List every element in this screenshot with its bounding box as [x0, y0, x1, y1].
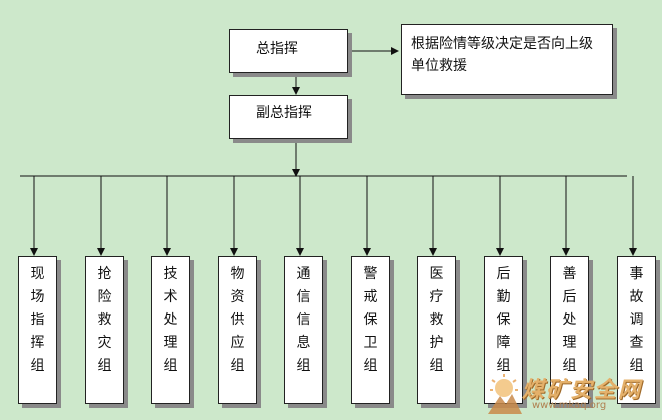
- team-label-char: 现: [30, 266, 45, 282]
- team-box: 抢险救灾组: [85, 256, 124, 404]
- deputy-commander-label: 副总指挥: [256, 105, 312, 121]
- team-box: 通信信息组: [284, 256, 323, 404]
- team-label-char: 灾: [97, 335, 112, 351]
- team-label-char: 物: [230, 266, 245, 282]
- team-label-char: 后: [562, 289, 577, 305]
- team-label-char: 护: [429, 335, 444, 351]
- team-box: 技术处理组: [151, 256, 190, 404]
- team-label-char: 组: [363, 358, 378, 374]
- team-label-char: 善: [562, 266, 577, 282]
- team-label-char: 组: [97, 358, 112, 374]
- team-label-char: 救: [97, 312, 112, 328]
- team-label-char: 卫: [363, 335, 378, 351]
- commander-box: 总指挥: [229, 29, 348, 73]
- watermark-title: 煤矿安全网: [522, 377, 643, 403]
- team-label-char: 救: [429, 312, 444, 328]
- team-label-char: 指: [30, 312, 45, 328]
- team-box: 警戒保卫组: [351, 256, 390, 404]
- deputy-commander-box: 副总指挥: [229, 95, 348, 139]
- team-label-char: 组: [230, 358, 245, 374]
- team-label-char: 医: [429, 266, 444, 282]
- team-label-char: 组: [429, 358, 444, 374]
- commander-label: 总指挥: [256, 41, 298, 57]
- team-label-char: 场: [30, 289, 45, 305]
- watermark-logo: 煤矿安全网 www.mkaq.org: [488, 372, 662, 416]
- team-label-char: 信: [296, 312, 311, 328]
- team-label-char: 通: [296, 266, 311, 282]
- team-label-char: 故: [629, 289, 644, 305]
- mountain-sun-icon: [488, 374, 522, 414]
- team-label-char: 组: [163, 358, 178, 374]
- team-label-char: 疗: [429, 289, 444, 305]
- team-label-char: 处: [562, 312, 577, 328]
- team-label-char: 技: [163, 266, 178, 282]
- team-label-char: 理: [562, 335, 577, 351]
- team-label-char: 处: [163, 312, 178, 328]
- team-label-char: 资: [230, 289, 245, 305]
- team-label-char: 障: [496, 335, 511, 351]
- escalation-note-box: 根据险情等级决定是否向上级单位救援: [401, 24, 613, 95]
- team-label-char: 调: [629, 312, 644, 328]
- team-label-char: 组: [30, 358, 45, 374]
- escalation-note-label: 根据险情等级决定是否向上级单位救援: [411, 36, 593, 74]
- team-label-char: 查: [629, 335, 644, 351]
- team-box: 事故调查组: [617, 256, 656, 404]
- team-box: 现场指挥组: [18, 256, 57, 404]
- team-box: 医疗救护组: [417, 256, 456, 404]
- team-label-char: 勤: [496, 289, 511, 305]
- team-label-char: 后: [496, 266, 511, 282]
- team-label-char: 险: [97, 289, 112, 305]
- team-label-char: 保: [496, 312, 511, 328]
- team-label-char: 保: [363, 312, 378, 328]
- team-label-char: 术: [163, 289, 178, 305]
- team-label-char: 事: [629, 266, 644, 282]
- team-label-char: 组: [496, 358, 511, 374]
- team-box: 善后处理组: [550, 256, 589, 404]
- team-label-char: 息: [296, 335, 311, 351]
- team-label-char: 信: [296, 289, 311, 305]
- team-label-char: 组: [629, 358, 644, 374]
- team-box: 物资供应组: [218, 256, 257, 404]
- team-label-char: 戒: [363, 289, 378, 305]
- team-label-char: 理: [163, 335, 178, 351]
- team-label-char: 供: [230, 312, 245, 328]
- team-label-char: 警: [363, 266, 378, 282]
- team-label-char: 组: [296, 358, 311, 374]
- team-label-char: 组: [562, 358, 577, 374]
- watermark-url: www.mkaq.org: [532, 400, 607, 411]
- team-label-char: 应: [230, 335, 245, 351]
- team-label-char: 抢: [97, 266, 112, 282]
- team-label-char: 挥: [30, 335, 45, 351]
